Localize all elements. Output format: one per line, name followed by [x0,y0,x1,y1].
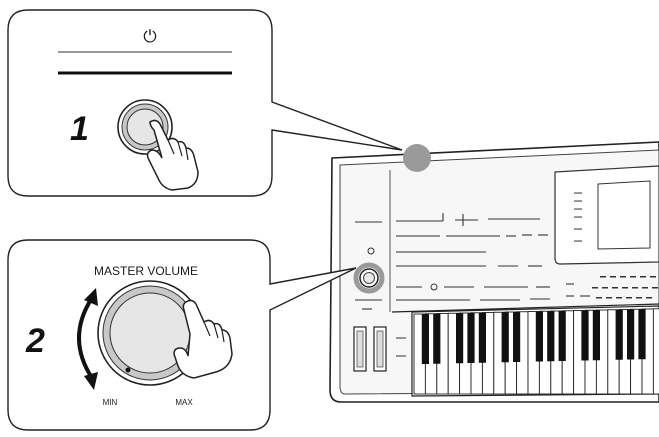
black-key [513,312,521,362]
white-keys [413,308,659,395]
white-key [652,308,659,395]
black-key [547,311,555,362]
black-key [638,309,646,360]
power-icon: ⏻ [143,27,157,46]
black-keys [421,309,646,364]
min-label: MIN [103,398,118,407]
pointing-hand-icon [173,299,233,379]
black-key [535,311,543,362]
black-key [581,310,589,361]
black-key [478,312,486,363]
black-key [592,310,600,361]
black-key [615,309,623,360]
black-key [467,313,475,363]
black-key [558,311,566,361]
black-key [501,312,509,363]
black-key [421,314,429,364]
callout-step-1: ⏻ 1 [7,9,403,197]
step-number: 1 [70,110,89,148]
callout-step-2: MASTER VOLUME 2 MIN MAX [7,239,357,431]
volume-knob-highlight [353,262,385,294]
black-key [456,313,464,364]
pointing-hand-icon [146,119,199,191]
black-key [433,313,441,364]
rotate-arrow-icon [77,288,98,390]
max-label: MAX [175,398,193,407]
power-switch-highlight [403,144,431,172]
keyboard-illustration [329,141,659,403]
master-volume-knob [97,280,203,386]
master-volume-label: MASTER VOLUME [94,264,198,278]
black-key [627,309,635,360]
step-number: 2 [25,322,45,360]
